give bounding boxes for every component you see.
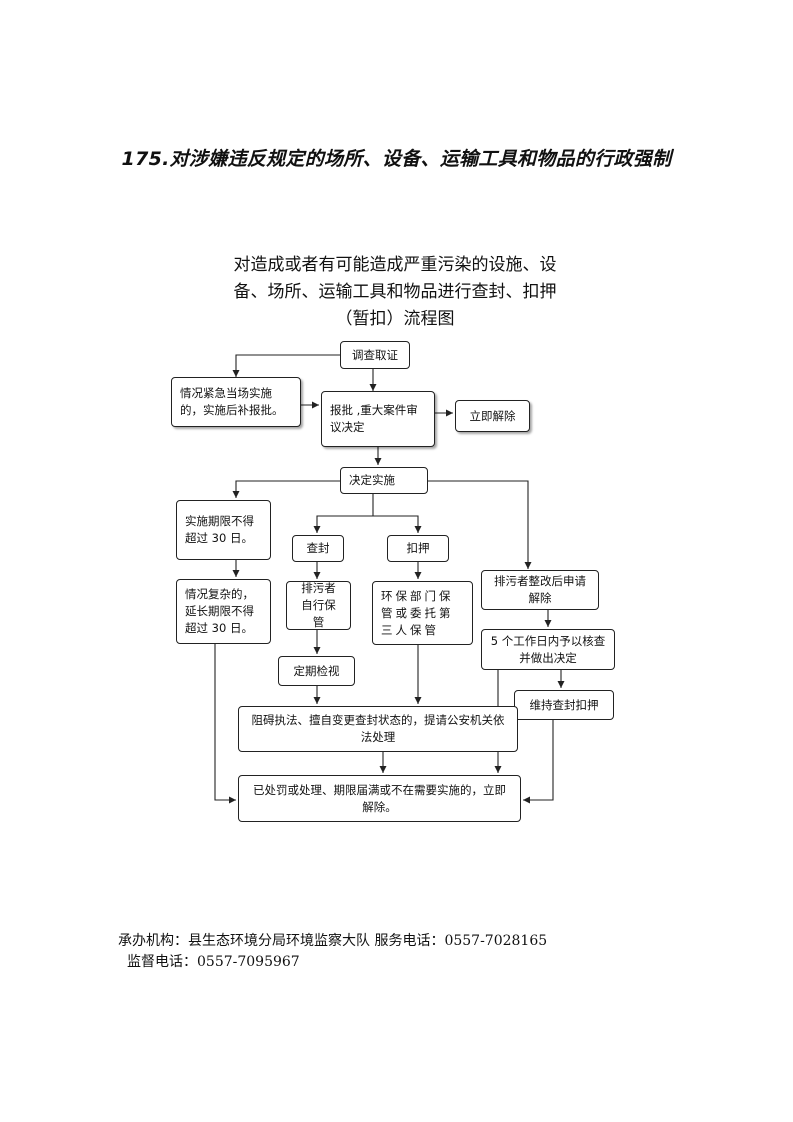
node-seal: 查封	[292, 535, 344, 562]
connector-split-seize	[373, 515, 422, 533]
node-urgent: 情况紧急当场实施的，实施后补报批。	[171, 377, 301, 427]
connector-investigate-urgent	[232, 354, 340, 377]
node-maintain: 维持查封扣押	[514, 690, 614, 720]
connector-complex-final	[214, 644, 236, 804]
flowchart-title-line-1: 对造成或者有可能造成严重污染的设施、设	[233, 255, 557, 275]
node-polluter-custody: 排污者自行保管	[286, 581, 351, 630]
node-env-dept-custody: 环保部门保管或委托第三人保管	[372, 581, 473, 645]
node-final-release: 已处罚或处理、期限届满或不在需要实施的，立即解除。	[238, 775, 521, 822]
node-decide-implement: 决定实施	[340, 467, 428, 494]
node-seize: 扣押	[387, 535, 449, 562]
connector-decide-apply	[428, 480, 532, 569]
node-complex-extend: 情况复杂的，延长期限不得超过 30 日。	[176, 579, 271, 644]
footer-agency-phone: 承办机构：县生态环境分局环境监察大队 服务电话：0557-7028165	[118, 933, 548, 949]
flowchart-title-line-3: （暂扣）流程图	[335, 309, 455, 329]
connector-decide-timelimit	[232, 480, 340, 498]
page-title: 175.对涉嫌违反规定的场所、设备、运输工具和物品的行政强制	[121, 148, 672, 170]
node-time-limit: 实施期限不得超过 30 日。	[176, 500, 271, 560]
node-investigate: 调查取证	[340, 341, 410, 369]
footer-supervision-phone: 监督电话：0557-7095967	[127, 954, 300, 970]
node-obstruct-police: 阻碍执法、擅自变更查封状态的，提请公安机关依法处理	[238, 706, 518, 752]
connector-decide-split	[313, 494, 374, 533]
flowchart-title-line-2: 备、场所、运输工具和物品进行查封、扣押	[233, 282, 557, 302]
node-regular-inspection: 定期检视	[278, 656, 355, 686]
node-review-5days: 5 个工作日内予以核查并做出决定	[481, 629, 615, 670]
node-polluter-apply: 排污者整改后申请解除	[481, 570, 599, 610]
node-approve: 报批 ,重大案件审议决定	[321, 391, 435, 447]
flowchart-title: 对造成或者有可能造成严重污染的设施、设 备、场所、运输工具和物品进行查封、扣押 …	[180, 252, 610, 333]
connector-maintain-final	[523, 720, 554, 804]
node-release-immediately: 立即解除	[455, 400, 530, 432]
